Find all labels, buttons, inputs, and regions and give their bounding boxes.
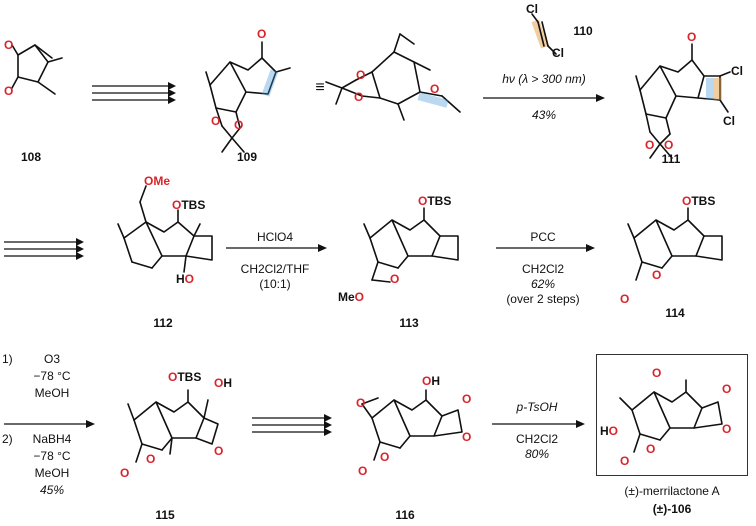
atom-o-114b: O	[652, 268, 662, 282]
compound-108-label: 108	[20, 150, 42, 164]
compound-114-label: 114	[665, 306, 685, 320]
structure-110	[531, 13, 557, 55]
atom-o-109-3d-a: O	[430, 82, 440, 96]
atom-o-115b: O	[120, 466, 130, 480]
tsoh-solvent: CH2Cl2	[515, 432, 558, 446]
atom-cl-110b: Cl	[552, 46, 564, 60]
compound-113-label: 113	[399, 316, 419, 330]
ozonolysis-arrow	[4, 420, 95, 428]
atom-o-116c: O	[462, 430, 472, 444]
atom-o-114a: O	[620, 292, 630, 306]
tsoh-arrow	[492, 420, 585, 428]
tsoh-reagent: p-TsOH	[516, 400, 558, 414]
multistep-arrow-3	[252, 414, 332, 436]
structure-115	[127, 389, 219, 463]
ozonolysis-yield: 45%	[39, 483, 65, 497]
otbs-113: OTBS	[418, 194, 452, 208]
photo-conditions: hν (λ > 300 nm)	[502, 72, 586, 86]
otbs-115: OTBS	[168, 370, 202, 384]
atom-o-109b: O	[211, 114, 221, 128]
step-2-solvent: MeOH	[34, 466, 70, 480]
oh-116: OH	[422, 374, 441, 388]
atom-cl-110a: Cl	[526, 2, 538, 16]
ho-112: HO	[176, 272, 195, 286]
structure-109-3d	[325, 33, 461, 121]
hclo4-arrow	[226, 244, 327, 252]
otbs-114: OTBS	[682, 194, 716, 208]
atom-o-109-3d-b: O	[354, 90, 364, 104]
atom-o-109a: O	[257, 27, 267, 41]
structure-111	[635, 43, 731, 159]
atom-o-108a: O	[4, 38, 14, 52]
photo-arrow	[483, 94, 605, 102]
atom-o-116b: O	[462, 392, 472, 406]
atom-ome-112: OMe	[144, 174, 171, 188]
step-1-solvent: MeOH	[34, 386, 70, 400]
atom-o-116e: O	[380, 450, 390, 464]
step-1-temp: −78 °C	[33, 369, 71, 383]
tsoh-yield: 80%	[524, 447, 550, 461]
ho-106: HO	[600, 424, 619, 438]
atom-o-108b: O	[4, 84, 14, 98]
structure-116	[361, 389, 463, 461]
atom-o-113: O	[390, 272, 400, 286]
structure-106	[619, 379, 723, 453]
product-number: (±)-106	[652, 502, 692, 516]
step-1-reagent: O3	[43, 352, 60, 366]
multistep-arrow-2	[4, 238, 84, 260]
multistep-arrow-1	[92, 82, 176, 104]
pcc-reagent: PCC	[530, 230, 556, 244]
atom-o-109-3d-c: O	[356, 68, 366, 82]
pcc-note: (over 2 steps)	[506, 292, 580, 306]
structure-114	[627, 207, 723, 281]
meo-113: MeO	[338, 290, 365, 304]
atom-o-109c: O	[234, 118, 244, 132]
structure-109	[205, 41, 291, 153]
compound-110-label: 110	[573, 24, 593, 38]
pcc-arrow	[496, 244, 595, 252]
pcc-solvent: CH2Cl2	[521, 262, 564, 276]
atom-o-115c: O	[146, 452, 156, 466]
step-2-reagent: NaBH4	[32, 432, 72, 446]
pcc-yield: 62%	[530, 277, 556, 291]
structure-112	[117, 185, 213, 273]
compound-109-label: 109	[236, 150, 258, 164]
hclo4-solvent: CH2Cl2/THF	[240, 262, 310, 276]
atom-o-116a: O	[356, 396, 366, 410]
step-2-temp: −78 °C	[33, 449, 71, 463]
step-2-label: 2)	[2, 432, 13, 446]
compound-115-label: 115	[155, 508, 175, 522]
oh-115: OH	[214, 376, 233, 390]
photo-yield: 43%	[531, 108, 557, 122]
compound-112-label: 112	[153, 316, 173, 330]
atom-o-111a: O	[687, 30, 697, 44]
atom-o-106d: O	[620, 454, 630, 468]
atom-o-111c: O	[664, 138, 674, 152]
atom-o-111b: O	[645, 138, 655, 152]
atom-cl-111b: Cl	[723, 114, 735, 128]
equivalence-sign: ≡	[315, 79, 325, 96]
product-box	[596, 354, 748, 476]
atom-cl-111a: Cl	[731, 64, 743, 78]
atom-o-116d: O	[358, 464, 368, 478]
atom-o-106a: O	[652, 366, 662, 380]
compound-111-label: 111	[661, 152, 681, 166]
compound-116-label: 116	[395, 508, 415, 522]
hclo4-ratio: (10:1)	[259, 277, 291, 291]
product-name: (±)-merrilactone A	[624, 484, 720, 498]
atom-o-106e: O	[646, 442, 656, 456]
atom-o-106b: O	[722, 382, 732, 396]
step-1-label: 1)	[2, 352, 13, 366]
atom-o-115a: O	[214, 444, 224, 458]
otbs-112: OTBS	[172, 198, 206, 212]
structure-113	[363, 207, 459, 283]
structure-108	[11, 44, 63, 95]
hclo4-reagent: HClO4	[256, 230, 293, 244]
atom-o-106c: O	[722, 422, 732, 436]
